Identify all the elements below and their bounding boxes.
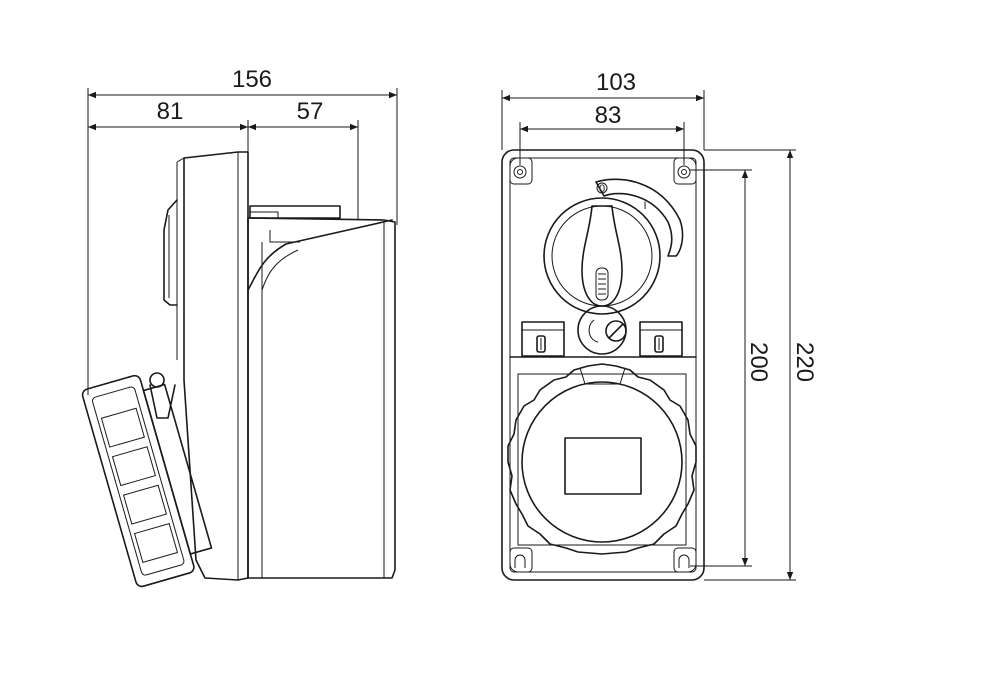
side-grip-1	[100, 407, 145, 448]
corner-screw-top-left	[509, 157, 533, 185]
padlock-tab-left-slot	[536, 335, 546, 353]
dim-label-81: 81	[157, 98, 184, 125]
dim-label-83: 83	[595, 102, 622, 129]
side-grip-4	[133, 523, 179, 564]
side-top-cap	[249, 205, 341, 219]
side-rear-knob	[163, 199, 178, 306]
center-screw-head	[605, 320, 627, 342]
rotary-switch: 0 I	[543, 178, 684, 315]
switch-inner-ring	[551, 205, 653, 307]
padlock-tab-left-frame	[521, 321, 565, 357]
side-housing	[247, 217, 396, 579]
side-back-rim	[176, 157, 185, 380]
socket-grip-ring	[507, 363, 697, 555]
dim-label-57: 57	[297, 98, 324, 125]
switch-outer-ring	[543, 197, 661, 315]
front-enclosure	[501, 149, 705, 581]
switch-arc-guide	[595, 178, 684, 257]
dim-label-220: 220	[791, 342, 818, 382]
switch-grip	[595, 267, 609, 301]
center-clip-icon	[588, 319, 599, 343]
socket-label-window	[564, 437, 642, 495]
socket-frame	[517, 373, 687, 546]
switch-off-mark: 0	[599, 183, 605, 195]
switch-off-dot	[596, 182, 608, 194]
side-grip-2	[111, 446, 156, 487]
socket-face	[521, 381, 683, 543]
center-screw-slot	[608, 323, 624, 339]
padlock-tab-right-frame	[639, 321, 683, 357]
center-screw	[577, 305, 627, 355]
padlock-tab-right-slot	[654, 335, 664, 353]
socket-top-tab	[579, 367, 626, 385]
dim-label-103: 103	[596, 69, 636, 96]
padlock-tab-left	[521, 321, 565, 357]
switch-handle	[581, 205, 623, 307]
side-socket-ring	[81, 374, 213, 588]
side-socket-inner	[92, 386, 185, 576]
side-view	[81, 151, 396, 588]
side-top-cap-line	[250, 211, 279, 218]
corner-screw-top-right	[673, 157, 697, 185]
side-socket-body	[142, 383, 213, 555]
front-view: 0 I	[501, 149, 705, 581]
padlock-tab-right	[639, 321, 683, 357]
front-dimensions: 103 83 200 220	[501, 69, 818, 581]
side-dimensions: 156 81 57	[87, 66, 398, 395]
front-enclosure-inner	[509, 157, 697, 573]
side-grip-3	[122, 484, 168, 525]
corner-screw-bottom-right	[673, 547, 697, 573]
side-hinge-arm	[149, 384, 176, 419]
side-lid	[247, 219, 393, 291]
corner-screw-bottom-left	[509, 547, 533, 573]
dim-label-200: 200	[745, 342, 772, 382]
side-top-cap-step	[269, 230, 300, 243]
dim-label-156: 156	[232, 66, 272, 93]
side-lid-inner	[261, 249, 299, 291]
switch-on-mark: I	[643, 200, 646, 212]
socket-cover	[507, 363, 697, 555]
